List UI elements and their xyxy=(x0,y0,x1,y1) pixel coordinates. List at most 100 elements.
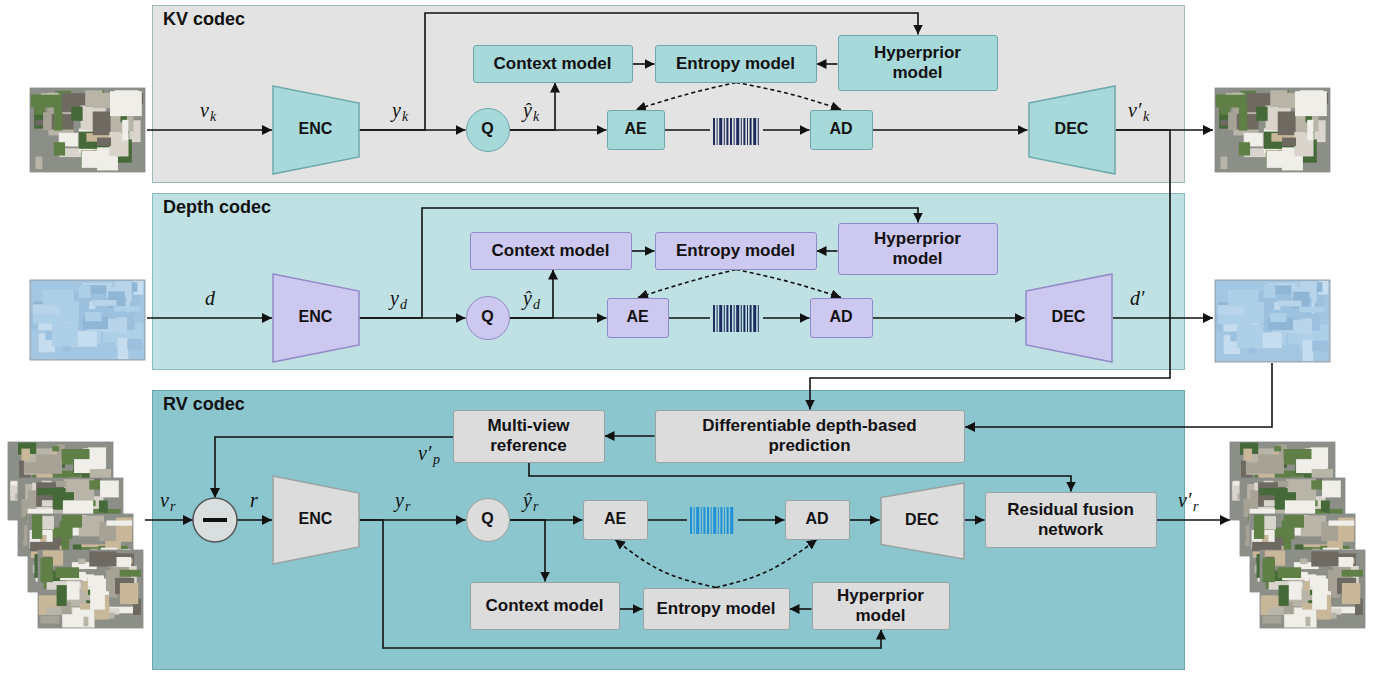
bit-bar xyxy=(711,507,712,534)
math-symbol: d′ xyxy=(1130,288,1144,308)
bit-bar xyxy=(724,118,725,145)
bit-bar xyxy=(750,118,752,145)
module-box: Context model xyxy=(470,232,632,270)
aerial-photo-patch xyxy=(31,94,62,107)
output-wire xyxy=(1113,317,1213,319)
aerial-photo-patch xyxy=(1270,90,1287,107)
aerial-photo-patch xyxy=(109,116,120,131)
subscript: r xyxy=(533,500,538,514)
data-flow-arrow xyxy=(873,317,1025,319)
bit-bar xyxy=(724,305,725,332)
input-wire xyxy=(145,519,193,521)
bit-bar xyxy=(747,118,748,145)
subtractor-circle xyxy=(193,498,237,542)
subscript: p xyxy=(433,453,440,467)
module-box: AE xyxy=(607,110,665,150)
trapezoid xyxy=(273,86,359,174)
decoder-block: DEC xyxy=(880,482,965,560)
depth-map-patch xyxy=(1237,324,1263,347)
math-symbol: v xyxy=(160,490,169,510)
aerial-photo-patch xyxy=(100,480,119,497)
bit-bar xyxy=(707,507,709,534)
aerial-photo-patch xyxy=(1239,107,1247,131)
encoder-block: ENC xyxy=(272,273,360,363)
data-flow-arrow xyxy=(633,63,655,65)
module-box: Context model xyxy=(470,582,620,630)
codec-band: KV codecContext modelEntropy modelHyperp… xyxy=(152,5,1185,183)
module-box: Entropy model xyxy=(643,588,790,630)
aerial-photo-patch xyxy=(110,91,142,116)
band-title: RV codec xyxy=(163,394,245,415)
depth-map-patch xyxy=(92,300,117,306)
bit-bar xyxy=(720,507,722,534)
math-symbol: d xyxy=(205,288,215,308)
aerial-photo-patch xyxy=(85,90,102,107)
aerial-photo-patch xyxy=(1278,481,1288,487)
decoder-block: DEC xyxy=(1025,273,1113,363)
aerial-photo-patch xyxy=(1294,116,1305,131)
module-box: Differentiable depth-based prediction xyxy=(655,410,965,463)
aerial-photo-patch xyxy=(56,481,66,487)
bit-bar xyxy=(743,118,745,145)
bit-bar xyxy=(734,305,735,332)
bit-bar xyxy=(701,507,702,534)
subscript: r xyxy=(1193,500,1198,514)
module-label: Entropy model xyxy=(656,599,775,619)
aerial-photo-patch xyxy=(35,157,42,170)
module-label: Multi-view reference xyxy=(464,416,594,455)
aerial-photo-patch xyxy=(1284,614,1305,628)
data-flow-arrow xyxy=(965,519,985,521)
module-label: ENC xyxy=(299,510,333,528)
bit-bar xyxy=(718,507,719,534)
module-box: AD xyxy=(810,298,873,338)
quantizer-circle: Q xyxy=(466,108,510,152)
quantizer-circle: Q xyxy=(466,498,510,542)
data-flow-arrow xyxy=(605,435,655,437)
depth-map-ground xyxy=(1215,280,1330,362)
aerial-photo-patch xyxy=(1262,616,1281,624)
aerial-photo-patch xyxy=(40,558,53,582)
bit-bar xyxy=(713,305,715,332)
depth-map-patch xyxy=(1303,340,1314,361)
math-symbol: v′ xyxy=(418,443,431,463)
module-label: Residual fusion network xyxy=(996,500,1146,539)
aerial-photo-patch xyxy=(120,583,138,604)
aerial-photo-patch xyxy=(1243,449,1252,461)
aerial-photo-patch xyxy=(1342,583,1360,604)
data-flow-arrow xyxy=(817,250,838,252)
depth-map-patch xyxy=(127,339,142,350)
math-symbol: v′ xyxy=(1128,100,1141,120)
subscript: k xyxy=(1143,110,1149,124)
bit-bar xyxy=(696,507,699,534)
aerial-photo-patch xyxy=(32,514,42,539)
module-label: Entropy model xyxy=(676,54,795,74)
bit-bar xyxy=(753,118,756,145)
aerial-photo-patch xyxy=(67,582,80,600)
residual-wire xyxy=(237,519,272,521)
module-box: Hyperprior model xyxy=(812,582,950,630)
depth-map-patch xyxy=(79,285,91,297)
aerial-photo-patch xyxy=(52,446,59,451)
input-wire xyxy=(147,317,272,319)
depth-map-patch xyxy=(116,317,127,333)
depth-map-patch xyxy=(1301,318,1312,334)
aerial-photo-patch xyxy=(1216,94,1247,107)
module-label: AE xyxy=(624,120,646,138)
bitstream-ground xyxy=(710,116,763,147)
trapezoid xyxy=(1029,86,1115,174)
module-label: AE xyxy=(626,308,648,326)
bit-bar xyxy=(758,305,759,332)
aerial-photo-patch xyxy=(120,570,141,577)
aerial-photo-patch xyxy=(1220,157,1227,170)
bit-bar xyxy=(743,305,745,332)
aerial-photo-patch xyxy=(62,449,90,459)
depth-map-frame xyxy=(1215,280,1330,362)
data-flow-arrow xyxy=(850,519,880,521)
module-box: AD xyxy=(810,110,873,150)
bit-bar xyxy=(730,507,733,534)
math-symbol: ŷ xyxy=(523,100,532,120)
aerial-photo-patch xyxy=(1289,582,1302,600)
module-label: DEC xyxy=(905,511,939,529)
encoder-block: ENC xyxy=(272,85,360,175)
math-symbol: y xyxy=(392,100,401,120)
